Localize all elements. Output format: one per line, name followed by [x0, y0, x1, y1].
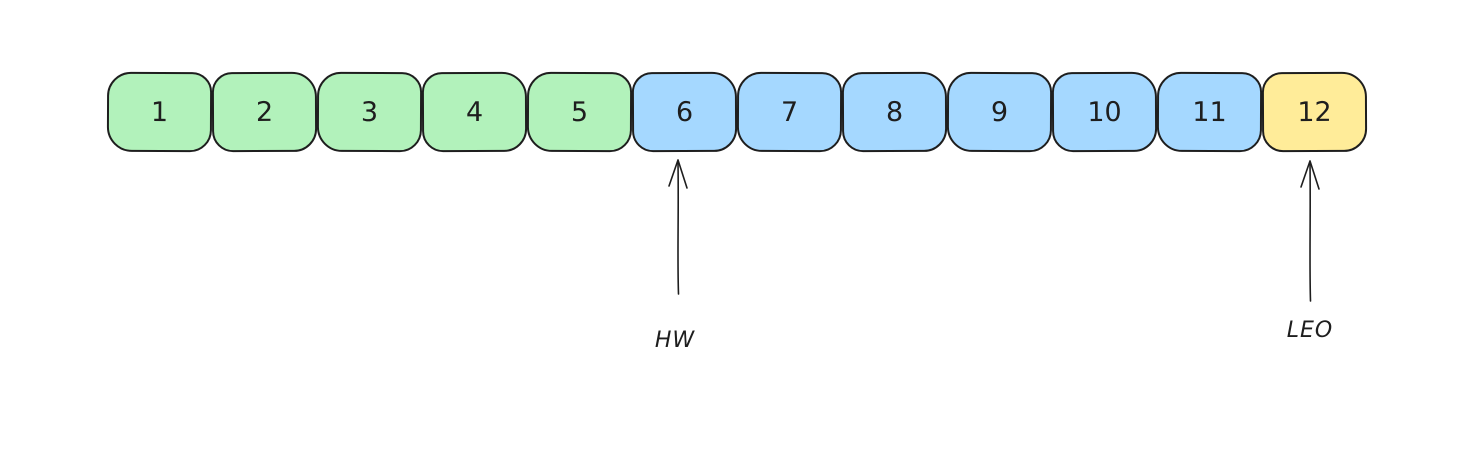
box-6: 6: [631, 71, 738, 153]
box-10: 10: [1051, 71, 1158, 153]
up-arrow-icon: [1300, 160, 1320, 302]
annotation-hw: [663, 156, 693, 296]
box-1: 1: [106, 71, 213, 153]
box-5: 5: [526, 71, 633, 153]
box-3: 3: [316, 71, 423, 153]
annotation-hw-label: HW: [654, 328, 696, 353]
box-9: 9: [946, 71, 1053, 153]
box-12: 12: [1261, 71, 1368, 153]
up-arrow-icon: [668, 159, 688, 295]
box-7: 7: [736, 71, 843, 153]
box-2: 2: [211, 71, 318, 153]
box-row: 1 2 3 4 5 6 7 8 9 10 11 12: [106, 71, 1368, 153]
box-4: 4: [421, 71, 528, 153]
annotation-leo: [1295, 157, 1325, 303]
box-8: 8: [841, 71, 948, 153]
annotation-leo-label: LEO: [1286, 318, 1334, 343]
box-11: 11: [1156, 71, 1263, 153]
